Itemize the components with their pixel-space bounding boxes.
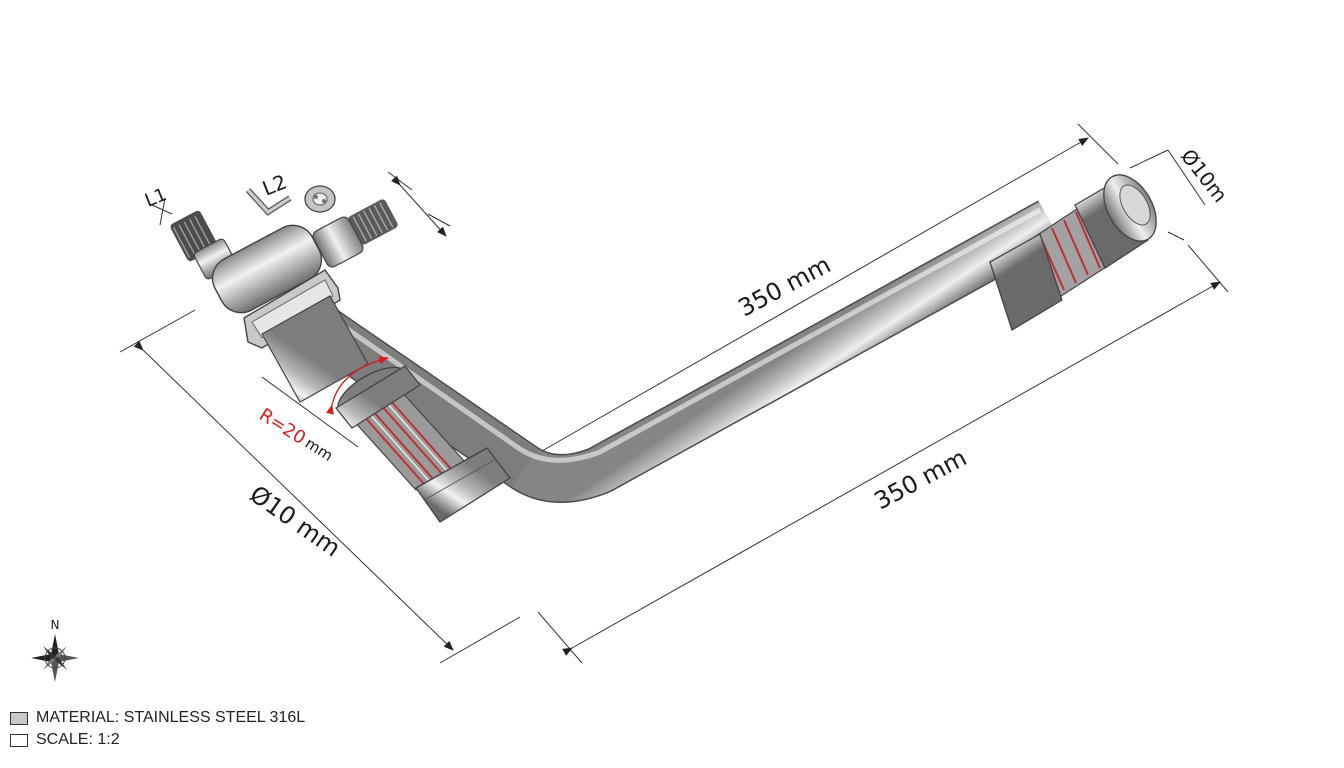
extension-line <box>1077 123 1119 165</box>
dimension-line-length-lower <box>562 281 1221 656</box>
label-diameter-right: Ø10m <box>1176 144 1232 207</box>
radius-arrow <box>326 356 389 415</box>
extension-line <box>439 616 521 664</box>
extension-line <box>119 309 196 353</box>
legend-material: MATERIAL: STAINLESS STEEL 316L <box>10 709 305 727</box>
pipe-highlight <box>298 207 1042 463</box>
dimension-line-radius <box>261 376 359 448</box>
threaded-stub-right <box>312 199 398 268</box>
collar-ring-lower <box>415 447 511 523</box>
dimension-line-diameter-left <box>133 340 454 651</box>
right-sleeve <box>989 233 1063 331</box>
extension-line <box>537 611 583 664</box>
extension-line <box>427 213 451 227</box>
angle-bracket-icon <box>245 187 292 216</box>
compass-rose-icon: N <box>31 618 79 682</box>
legend-swatch-filled <box>10 711 28 725</box>
label-l1: L1 <box>142 184 170 212</box>
tee-fitting <box>170 199 398 403</box>
label-radius-unit: mm <box>302 434 336 465</box>
legend-material-text: MATERIAL: STAINLESS STEEL 316L <box>36 709 306 726</box>
compass-north-label: N <box>51 618 60 632</box>
extension-line <box>151 204 173 215</box>
extension-line <box>1167 149 1206 206</box>
extension-line <box>1187 244 1229 293</box>
pipe-assembly <box>170 174 1157 523</box>
label-l2: L2 <box>259 169 290 200</box>
label-length-lower: 350 mm <box>870 444 972 516</box>
label-diameter-left: Ø10 mm <box>245 480 346 562</box>
legend-scale-text: SCALE: 1:2 <box>36 731 120 748</box>
nut-icon <box>304 185 336 213</box>
extension-line <box>1167 231 1185 241</box>
dimension-lines <box>119 123 1229 664</box>
dimension-line-fitting <box>391 175 447 237</box>
legend-scale: SCALE: 1:2 <box>10 731 120 749</box>
right-end-cap <box>1074 174 1157 269</box>
label-radius-value: R=20 <box>255 404 309 449</box>
legend-swatch-empty <box>10 733 28 747</box>
extension-line <box>1129 149 1169 169</box>
extension-line <box>387 171 413 191</box>
pipe-body <box>278 201 1062 502</box>
extension-line <box>159 197 166 226</box>
